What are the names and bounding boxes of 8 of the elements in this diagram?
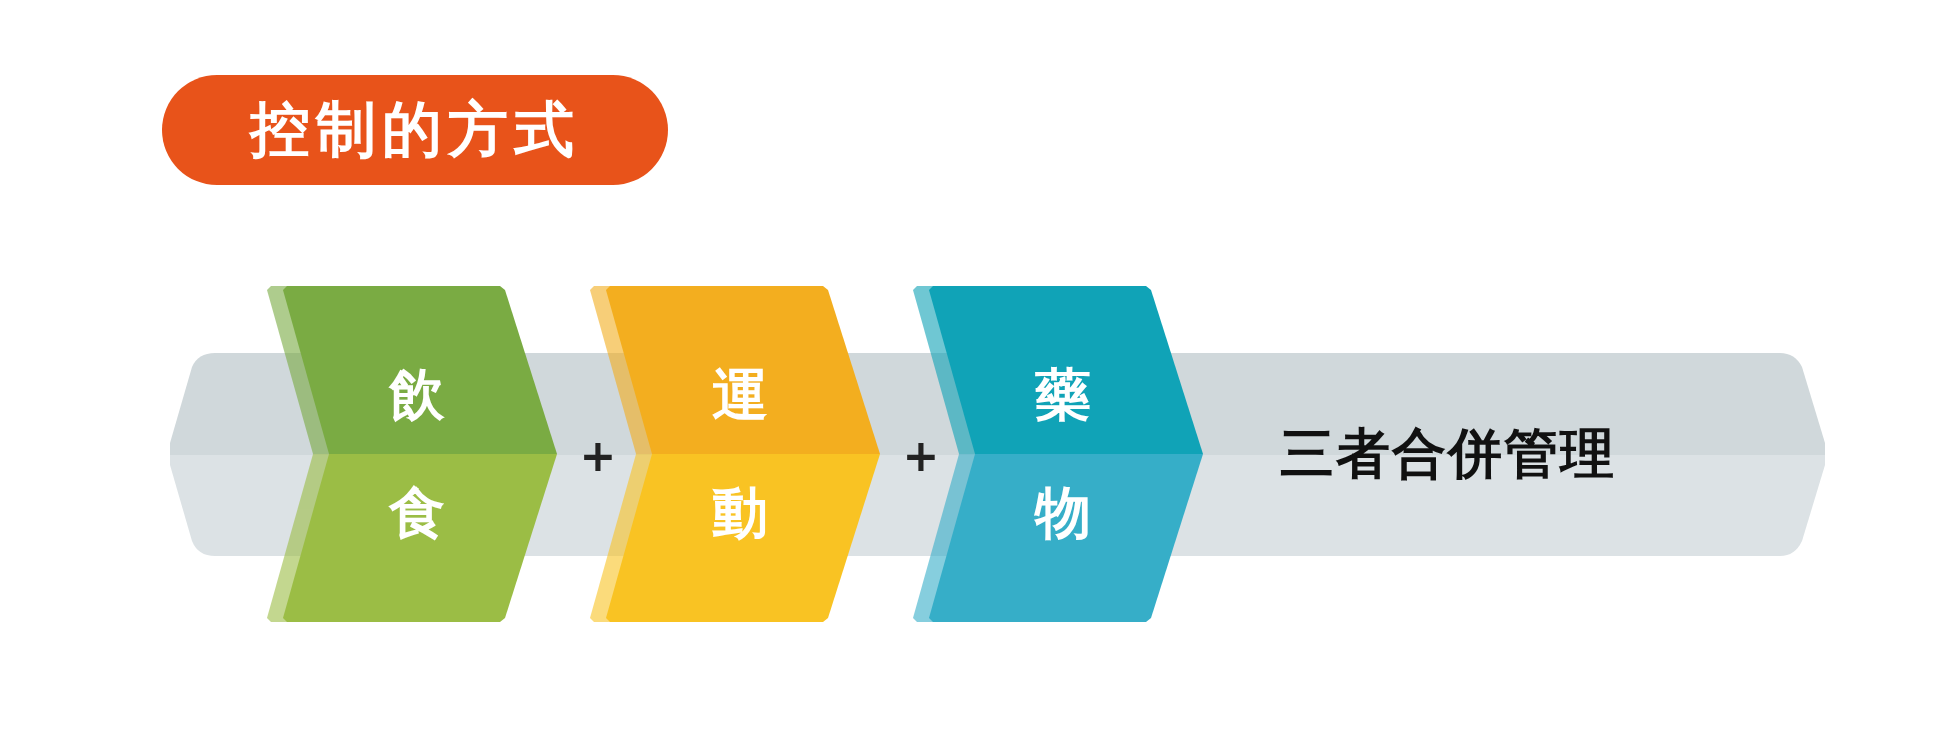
vertical-label: 飲食 <box>389 361 445 547</box>
chevron-shape <box>267 286 557 622</box>
plus-sign: + <box>579 434 617 478</box>
summary-text: 三者合併管理 <box>1280 421 1616 487</box>
title-text: 控制的方式 <box>250 92 580 166</box>
vertical-label: 運動 <box>712 361 768 547</box>
vertical-label: 藥物 <box>1035 361 1091 547</box>
plus-sign: + <box>902 434 940 478</box>
